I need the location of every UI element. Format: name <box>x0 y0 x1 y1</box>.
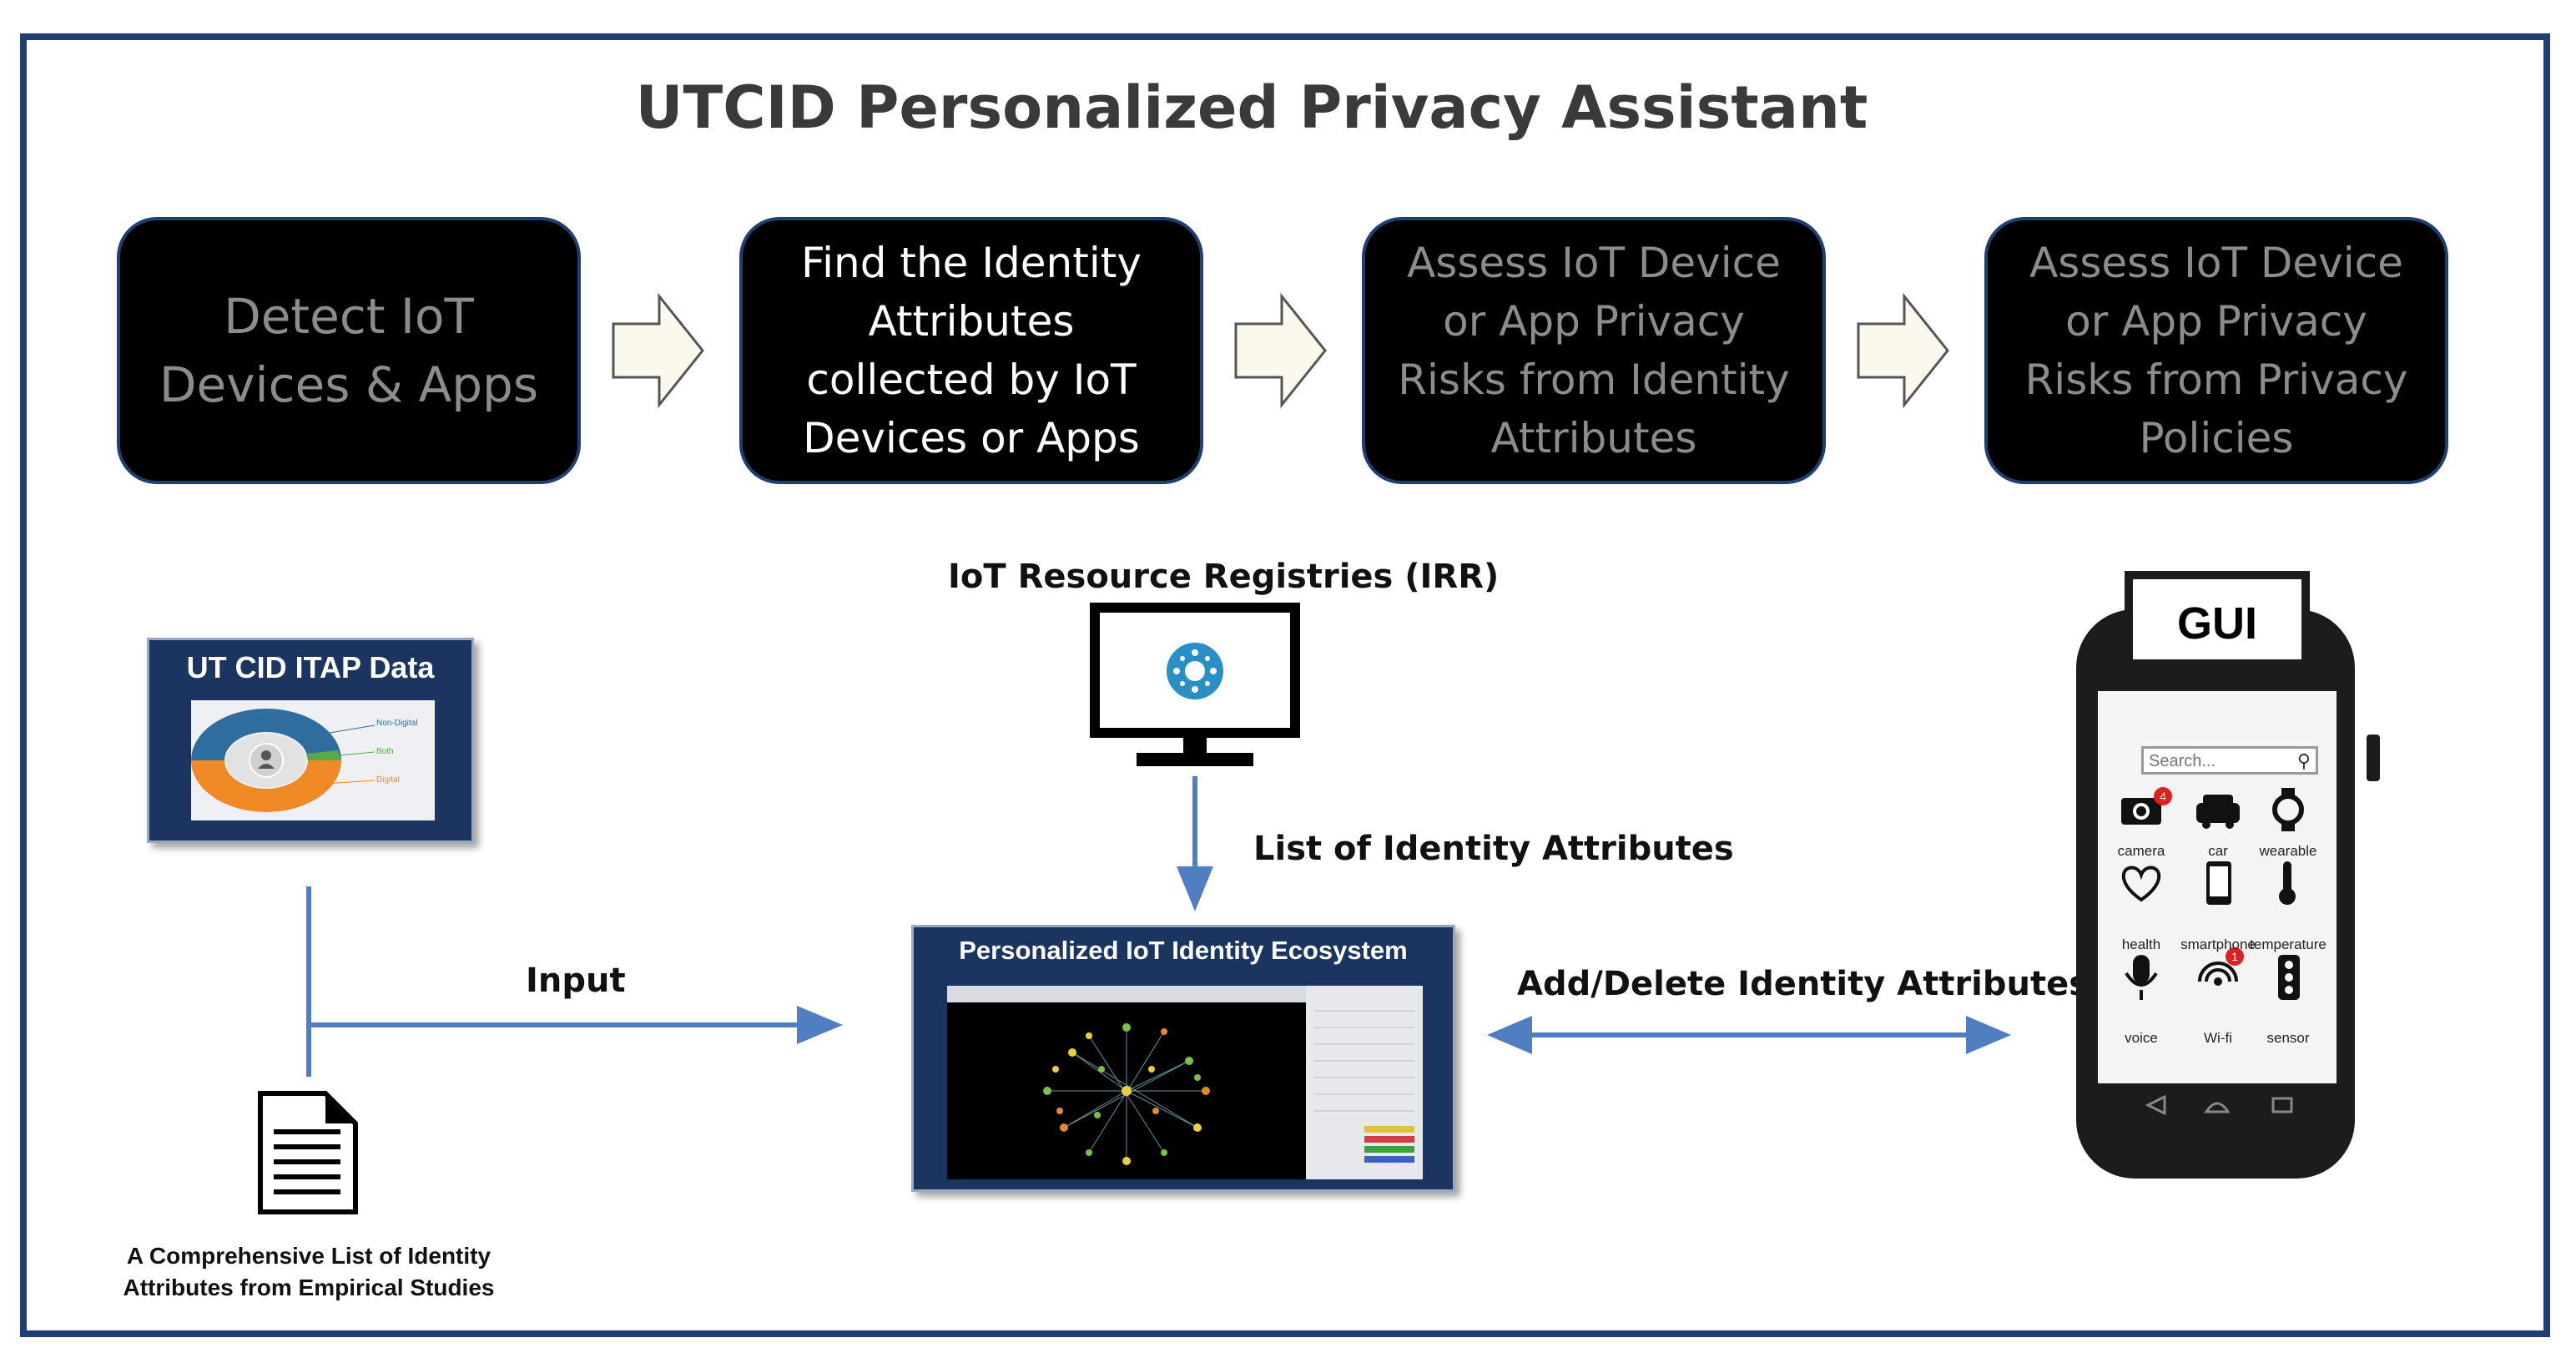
ecosystem-screenshot <box>947 986 1423 1179</box>
camera-badge-count: 4 <box>2160 790 2166 803</box>
app-label-car[interactable]: car <box>2208 843 2228 859</box>
input-connector <box>306 886 843 1077</box>
step-arrow-1 <box>612 292 704 409</box>
camera-badge: 4 <box>2154 787 2172 805</box>
car-icon <box>2196 795 2240 829</box>
ecosystem-title: Personalized IoT Identity Ecosystem <box>959 936 1408 965</box>
irr-down-arrow <box>1177 776 1213 911</box>
network-nodes <box>1043 1023 1210 1165</box>
add-delete-double-arrow <box>1487 1016 2011 1054</box>
recent-apps-icon <box>2271 1097 2293 1113</box>
user-icon <box>261 750 271 760</box>
itap-chart-panel: Non-Digital Both Digital <box>191 700 435 820</box>
app-label-camera[interactable]: camera <box>2117 843 2165 859</box>
gui-label-box: GUI <box>2125 571 2310 668</box>
step-assess-identity: Assess IoT Device or App Privacy Risks f… <box>1362 217 1826 484</box>
itap-donut-chart: Non-Digital Both Digital <box>191 709 417 812</box>
phone-search-input[interactable] <box>2147 750 2284 772</box>
app-label-voice[interactable]: voice <box>2125 1030 2158 1046</box>
microphone-icon <box>2125 955 2158 1000</box>
step-detect-text: Detect IoT Devices & Apps <box>159 288 539 413</box>
input-label: Input <box>526 962 626 1000</box>
wifi-icon <box>2198 962 2238 986</box>
wifi-badge-count: 1 <box>2231 950 2238 963</box>
itap-data-card: UT CID ITAP Data Non-Digital Both Digita… <box>147 638 474 843</box>
phone-app-grid: 4 1 <box>2121 787 2304 1000</box>
itap-data-title: UT CID ITAP Data <box>186 650 435 684</box>
app-label-wearable[interactable]: wearable <box>2259 843 2317 859</box>
step-assess-policies-text: Assess IoT Device or App Privacy Risks f… <box>2024 239 2408 462</box>
smartphone-icon <box>2206 861 2231 905</box>
ecosystem-card: Personalized IoT Identity Ecosystem <box>911 925 1455 1192</box>
app-label-wifi[interactable]: Wi-fi <box>2204 1030 2232 1046</box>
wifi-badge: 1 <box>2226 947 2244 966</box>
gui-label: GUI <box>2176 598 2257 649</box>
app-label-smartphone[interactable]: smartphone <box>2180 936 2256 952</box>
legend-both: Both <box>376 747 394 756</box>
camera-icon <box>2121 798 2161 825</box>
phone-nav-bar <box>2145 1094 2293 1116</box>
monitor-icon <box>1090 603 1300 766</box>
legend-digital: Digital <box>376 775 400 785</box>
search-icon[interactable]: ⚲ <box>2296 750 2311 771</box>
legend-non-digital: Non-Digital <box>376 719 417 728</box>
home-icon <box>2204 1102 2231 1113</box>
heart-icon <box>2121 866 2161 902</box>
step-detect: Detect IoT Devices & Apps <box>117 217 581 484</box>
thermometer-icon <box>2279 861 2296 905</box>
step-find-attributes-text: Find the Identity Attributes collected b… <box>801 239 1142 462</box>
step-assess-policies: Assess IoT Device or App Privacy Risks f… <box>1984 217 2448 484</box>
step-arrow-3 <box>1857 292 1949 409</box>
irr-label: IoT Resource Registries (IRR) <box>948 558 1500 596</box>
app-label-temperature[interactable]: temperature <box>2250 936 2326 952</box>
document-icon <box>258 1091 358 1214</box>
step-arrow-2 <box>1234 292 1327 409</box>
phone-search-bar[interactable]: ⚲ <box>2141 746 2318 775</box>
phone-side-button <box>2367 735 2380 781</box>
app-label-health[interactable]: health <box>2121 936 2161 952</box>
app-label-sensor[interactable]: sensor <box>2266 1030 2310 1046</box>
list-attributes-label: List of Identity Attributes <box>1253 830 1734 868</box>
diagram-title: UTCID Personalized Privacy Assistant <box>635 73 1868 142</box>
watch-icon <box>2272 788 2304 831</box>
step-assess-identity-text: Assess IoT Device or App Privacy Risks f… <box>1398 239 1790 462</box>
step-find-attributes: Find the Identity Attributes collected b… <box>739 217 1203 484</box>
document-caption: A Comprehensive List of Identity Attribu… <box>123 1243 495 1300</box>
add-delete-label: Add/Delete Identity Attributes <box>1517 965 2090 1003</box>
traffic-light-icon <box>2278 955 2300 1000</box>
back-icon <box>2145 1094 2166 1116</box>
